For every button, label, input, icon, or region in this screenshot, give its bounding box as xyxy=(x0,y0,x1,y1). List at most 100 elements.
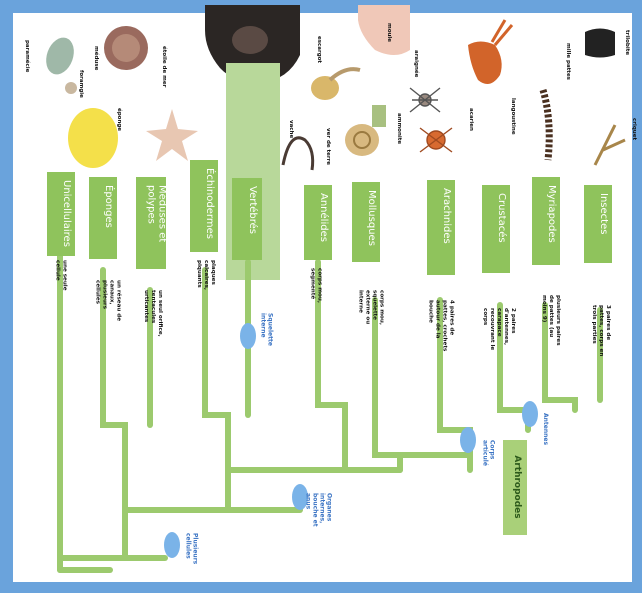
sponge-image xyxy=(68,108,118,168)
group-name-crustaces-line: Crustacés xyxy=(496,193,508,243)
trait-crustaces-line: recouvrant le xyxy=(489,308,495,350)
group-name-echinodermes-line: Échinodermes xyxy=(204,168,217,239)
node-label-organes-internes-bouche-et-anus: Organesinternes,bouche etanus xyxy=(305,493,333,527)
trait-mollusques-line: externe ou xyxy=(365,290,371,324)
millipede-image xyxy=(543,90,549,160)
animal-label-foramgie: foramgie xyxy=(78,70,84,98)
trait-unicellulaires-line: une seule xyxy=(62,260,68,291)
node-label-squelette-interne-line: Squelette xyxy=(267,313,274,346)
group-boxes: UnicellulairesÉpongesMéduses etpolypesÉc… xyxy=(47,160,612,275)
trait-mollusques: corps mou,squeletteexterne ouinterne xyxy=(358,290,385,325)
node-label-antennes-line: Antennes xyxy=(542,413,549,445)
animal-label-moule: moule xyxy=(386,23,392,42)
langoustine-image xyxy=(468,42,502,85)
trait-echinodermes: plaquescalcaires,piquants xyxy=(196,260,216,290)
trait-annelides-line: segmenté xyxy=(310,268,317,299)
node-label-organes-internes-bouche-et-anus-line: Organes xyxy=(326,493,333,522)
trait-meduses-et-polypes-line: urticantes xyxy=(143,290,149,323)
animal-label-criquet: criquet xyxy=(631,118,637,140)
group-name-myriapodes-line: Myriapodes xyxy=(546,185,557,243)
group-name-annelides: Annélides xyxy=(318,193,330,242)
group-name-unicellulaires-line: Unicellulaires xyxy=(61,180,72,247)
node-label-squelette-interne: Squeletteinterne xyxy=(260,313,274,346)
snail-image xyxy=(311,76,339,100)
group-name-eponges-line: Éponges xyxy=(103,185,116,228)
animal-label-ver-de-terre-line: ver de terre xyxy=(325,128,331,165)
trait-eponges-line: plusieurs xyxy=(102,280,108,310)
trait-myriapodes-line: plusieurs paires xyxy=(555,295,561,346)
trait-eponges-line: cellules xyxy=(95,280,101,305)
group-name-insectes: Insectes xyxy=(598,193,609,234)
animal-label-escargot-line: escargot xyxy=(316,36,322,63)
trait-myriapodes-line: de pattes (au xyxy=(548,295,554,337)
animal-label-paramecie: paramécie xyxy=(24,40,31,73)
node-skeleton xyxy=(240,323,256,349)
node-label-plusieurs-cellules-line: cellules xyxy=(185,533,192,559)
animal-label-langoustine: langoustine xyxy=(510,98,516,135)
trait-echinodermes-line: calcaires, xyxy=(203,260,209,290)
group-name-unicellulaires: Unicellulaires xyxy=(61,180,72,247)
trait-arachnides-line: pattes, crochets xyxy=(442,300,448,352)
animal-label-etoile-de-mer-line: étoile de mer xyxy=(161,46,168,88)
trait-arachnides-line: autour de la xyxy=(435,300,441,339)
node-label-plusieurs-cellules: Plusieurscellules xyxy=(185,533,199,565)
trait-crustaces-line: d'antennes, xyxy=(503,308,509,345)
trilobite-image xyxy=(585,29,615,58)
node-label-organes-internes-bouche-et-anus-line: bouche et xyxy=(312,493,319,527)
trait-mollusques-line: corps mou, xyxy=(379,290,385,325)
trait-myriapodes-line: moins 9) xyxy=(541,295,547,323)
animal-label-vache-line: vache xyxy=(288,120,294,138)
animal-label-foramgie-line: foramgie xyxy=(78,70,84,98)
node-multicellular xyxy=(164,532,180,558)
node-antennae xyxy=(522,401,538,427)
trait-crustaces-line: corps xyxy=(482,308,488,326)
animal-label-meduse-line: méduse xyxy=(93,46,100,71)
animal-label-trilobite-line: trilobite xyxy=(624,30,630,55)
earthworm-image xyxy=(283,138,313,170)
animal-pictures xyxy=(41,5,625,170)
animal-label-vache: vache xyxy=(288,120,294,138)
starfish-image xyxy=(146,109,198,161)
node-label-corps-articule: Corpsarticulé xyxy=(482,440,496,466)
animal-label-trilobite: trilobite xyxy=(624,30,630,55)
animal-label-araignee: araignée xyxy=(413,50,420,78)
animal-label-araignee-line: araignée xyxy=(413,50,420,78)
group-name-mollusques-line: Mollusques xyxy=(366,190,377,246)
trait-labels: une seulecelluleun réseau decanaux,plusi… xyxy=(55,260,612,356)
trait-crustaces-line: carapace xyxy=(496,308,502,337)
animal-label-acarien-line: acarien xyxy=(468,108,474,131)
trait-insectes: 3 paires depattes, corps entrois parties xyxy=(591,305,611,356)
trait-crustaces-line: 2 paires xyxy=(510,308,516,334)
animal-label-acarien: acarien xyxy=(468,108,474,131)
animal-label-escargot: escargot xyxy=(316,36,322,63)
trait-insectes-line: pattes, corps en xyxy=(598,305,604,356)
trait-arachnides-line: 4 paires de xyxy=(449,300,455,335)
trait-insectes-line: trois parties xyxy=(591,305,597,344)
mite-image xyxy=(420,128,452,152)
trait-meduses-et-polypes-line: tentacules xyxy=(150,290,156,324)
animal-label-mille-pattes: mille pattes xyxy=(565,43,571,81)
trait-unicellulaires-line: cellule xyxy=(55,260,61,281)
animal-label-paramecie-line: paramécie xyxy=(24,40,31,73)
animal-label-eponge-line: éponge xyxy=(116,108,123,131)
group-name-echinodermes: Échinodermes xyxy=(204,168,217,239)
group-name-mollusques: Mollusques xyxy=(366,190,377,246)
foraminifera-image xyxy=(65,82,77,94)
node-label-organes-internes-bouche-et-anus-line: anus xyxy=(305,493,312,510)
group-name-eponges: Éponges xyxy=(103,185,116,228)
spider-image xyxy=(410,88,440,112)
group-name-annelides-line: Annélides xyxy=(318,193,330,242)
group-name-crustaces: Crustacés xyxy=(496,193,508,243)
node-label-plusieurs-cellules-line: Plusieurs xyxy=(192,533,199,565)
node-label-corps-articule-line: Corps xyxy=(489,440,496,460)
animal-label-ver-de-terre: ver de terre xyxy=(325,128,331,165)
animal-label-ammonite-line: ammonite xyxy=(396,113,402,144)
group-name-insectes-line: Insectes xyxy=(598,193,609,234)
node-label-corps-articule-line: articulé xyxy=(482,440,489,466)
trait-mollusques-line: interne xyxy=(358,290,364,313)
trait-mollusques-line: squelette xyxy=(372,290,378,320)
group-name-myriapodes: Myriapodes xyxy=(546,185,557,243)
node-label-squelette-interne-line: interne xyxy=(260,313,267,338)
trait-echinodermes-line: piquants xyxy=(196,260,202,288)
trait-meduses-et-polypes-line: un seul orifice, xyxy=(157,290,163,337)
